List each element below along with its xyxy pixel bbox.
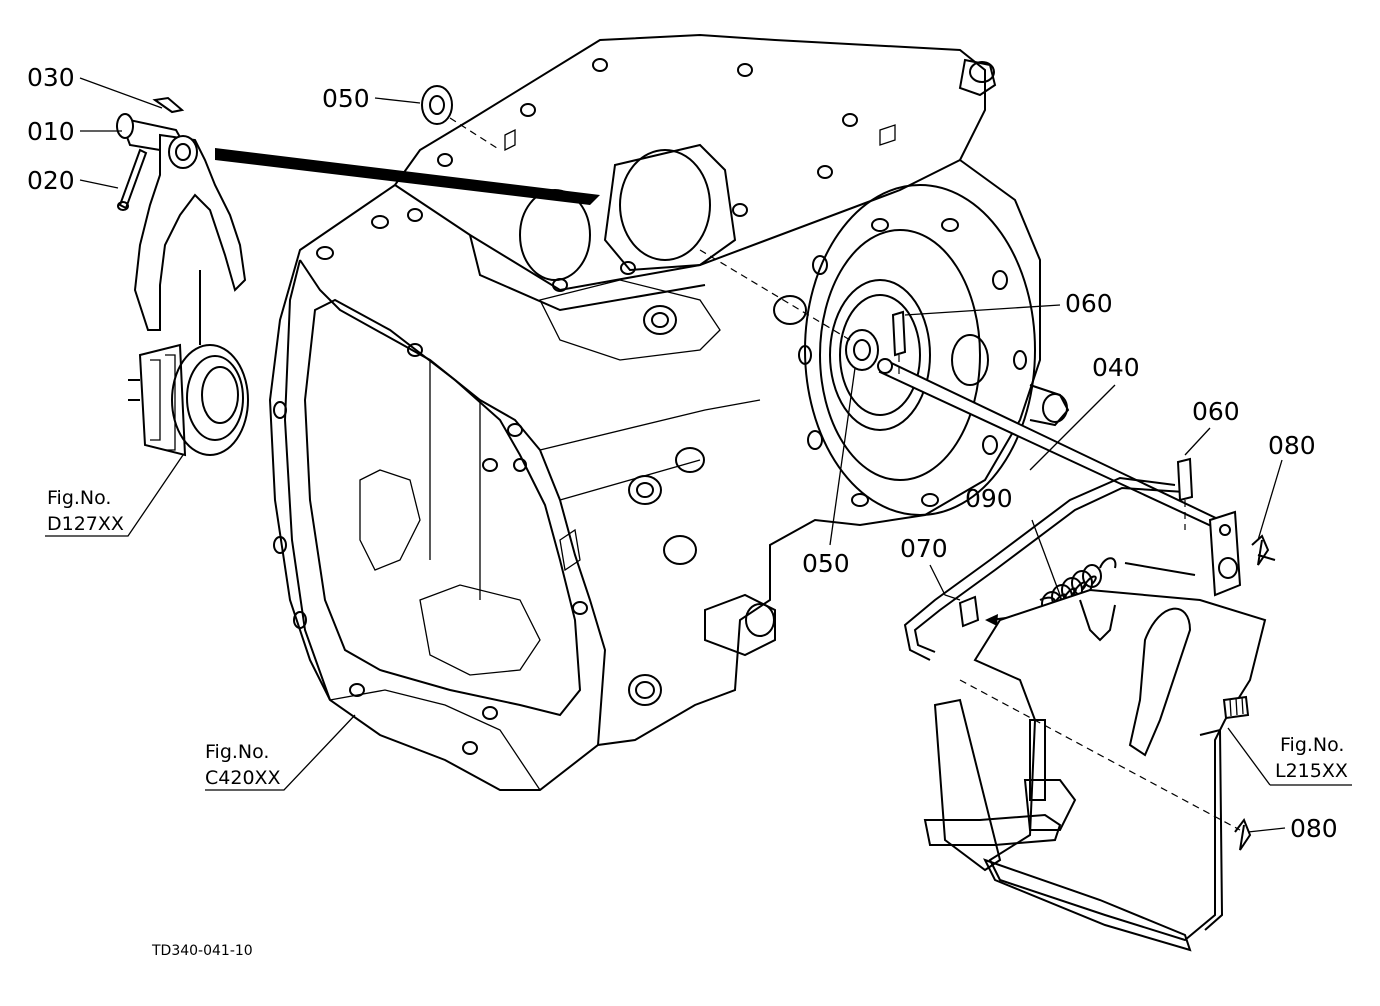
linkage-rod-assembly <box>421 85 1276 851</box>
drawing-code: TD340-041-10 <box>151 943 253 959</box>
label-060-upper: 060 <box>1065 289 1113 318</box>
label-060-lower: 060 <box>1192 397 1240 426</box>
label-010: 010 <box>27 117 75 146</box>
coupling-bearing <box>128 343 249 457</box>
pedal-bracket <box>923 588 1267 952</box>
label-090: 090 <box>965 484 1013 513</box>
figure-references: Fig.No. D127XX Fig.No. C420XX Fig.No. L2… <box>47 487 1348 789</box>
transmission-case <box>268 33 1070 791</box>
label-050-lower: 050 <box>802 549 850 578</box>
ref-l215-line1: Fig.No. <box>1280 734 1344 756</box>
ref-c420-line2: C420XX <box>205 767 281 789</box>
label-020: 020 <box>27 166 75 195</box>
label-030: 030 <box>27 63 75 92</box>
ref-d127-line1: Fig.No. <box>47 487 111 509</box>
label-040: 040 <box>1092 353 1140 382</box>
part-labels: 030 010 020 050 060 040 060 080 090 070 … <box>27 63 1338 843</box>
ref-d127-line2: D127XX <box>47 513 124 535</box>
label-070: 070 <box>900 534 948 563</box>
ref-l215-line2: L215XX <box>1275 760 1348 782</box>
label-050-top: 050 <box>322 84 370 113</box>
label-080-lower: 080 <box>1290 814 1338 843</box>
label-080-upper: 080 <box>1268 431 1316 460</box>
shift-fork-assembly <box>116 96 600 345</box>
ref-c420-line1: Fig.No. <box>205 741 269 763</box>
leader-lines <box>45 77 1352 833</box>
